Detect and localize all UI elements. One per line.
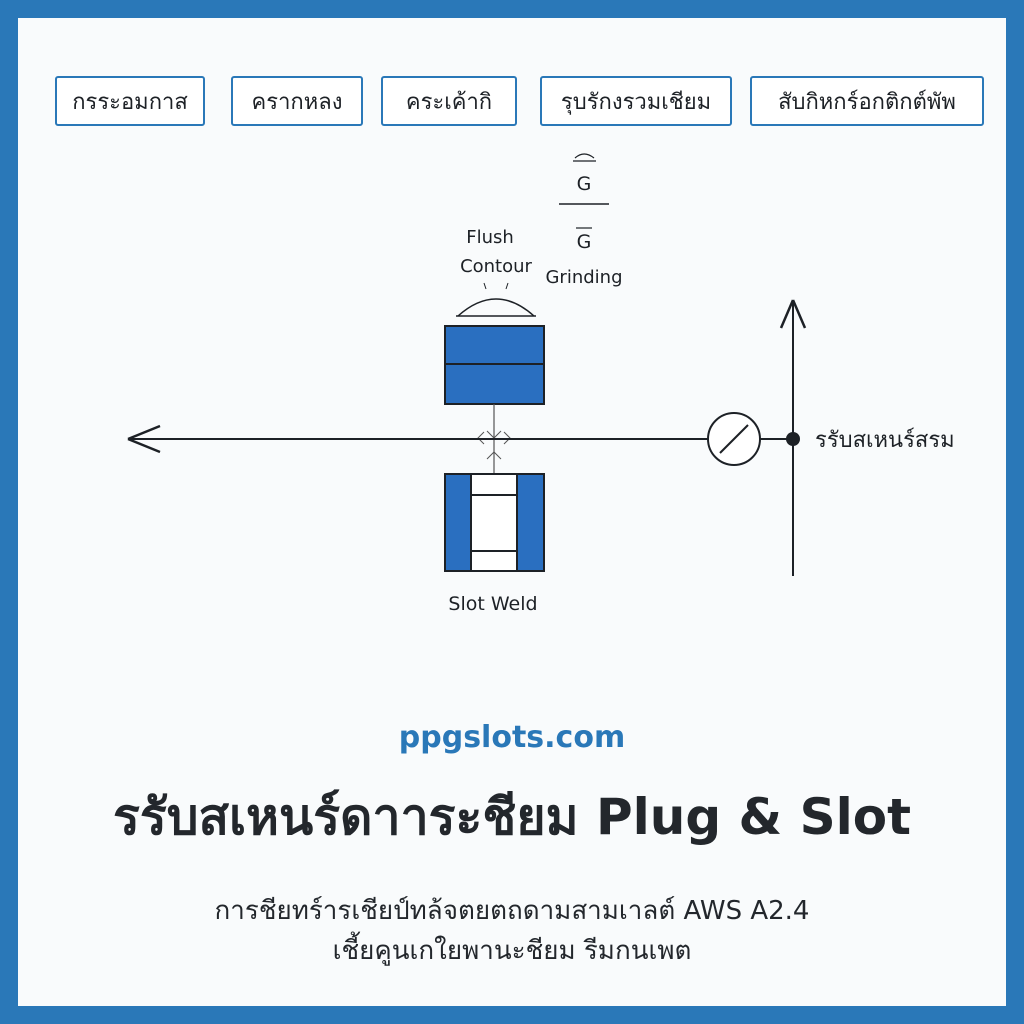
tab-5[interactable]: สับกิหกร์อกติกต์พัพ (750, 76, 984, 126)
weld-symbol-diagram: G G Grinding Flush Contour (127, 153, 955, 615)
subtitle-line-2: เชี้ยคูนเกใยพานะชียม รีมกนเพต (332, 936, 692, 966)
left-arrowhead-icon (127, 424, 161, 454)
reference-label: รรับสเหนร์สรม (815, 428, 955, 453)
slot-weld-symbol (444, 473, 545, 572)
subtitle-line-1: การชียทร์ารเชียป์ทล้จตยตถดามสามเาลต์ AWS… (214, 896, 810, 926)
page-title: รรับสเหนร์ดาาระชียม Plug & Slot (113, 788, 911, 846)
contour-label: Contour (460, 256, 532, 277)
flush-contour-icon (456, 282, 536, 317)
flush-label: Flush (466, 227, 514, 248)
website-label[interactable]: ppgslots.com (398, 720, 626, 755)
finish-letter-top: G (577, 173, 592, 195)
finish-arc-icon (574, 153, 595, 159)
tab-2[interactable]: ครากหลง (231, 76, 363, 126)
up-arrowhead-icon (779, 299, 807, 329)
finish-letter-bottom: G (577, 231, 592, 253)
slot-weld-label: Slot Weld (448, 593, 537, 615)
junction-dot (786, 432, 800, 446)
circle-slash (719, 424, 749, 454)
plug-weld-symbol (444, 325, 545, 405)
grinding-label: Grinding (545, 267, 622, 288)
tab-1[interactable]: กรระอมกาส (55, 76, 205, 126)
infographic-frame: กรระอมกาส ครากหลง คระเค้ากิ รุบรักงรวมเช… (18, 18, 1006, 1006)
grinding-finish-symbol: G G Grinding (545, 153, 623, 288)
tab-4[interactable]: รุบรักงรวมเชียม (540, 76, 732, 126)
tab-3[interactable]: คระเค้ากิ (381, 76, 517, 126)
